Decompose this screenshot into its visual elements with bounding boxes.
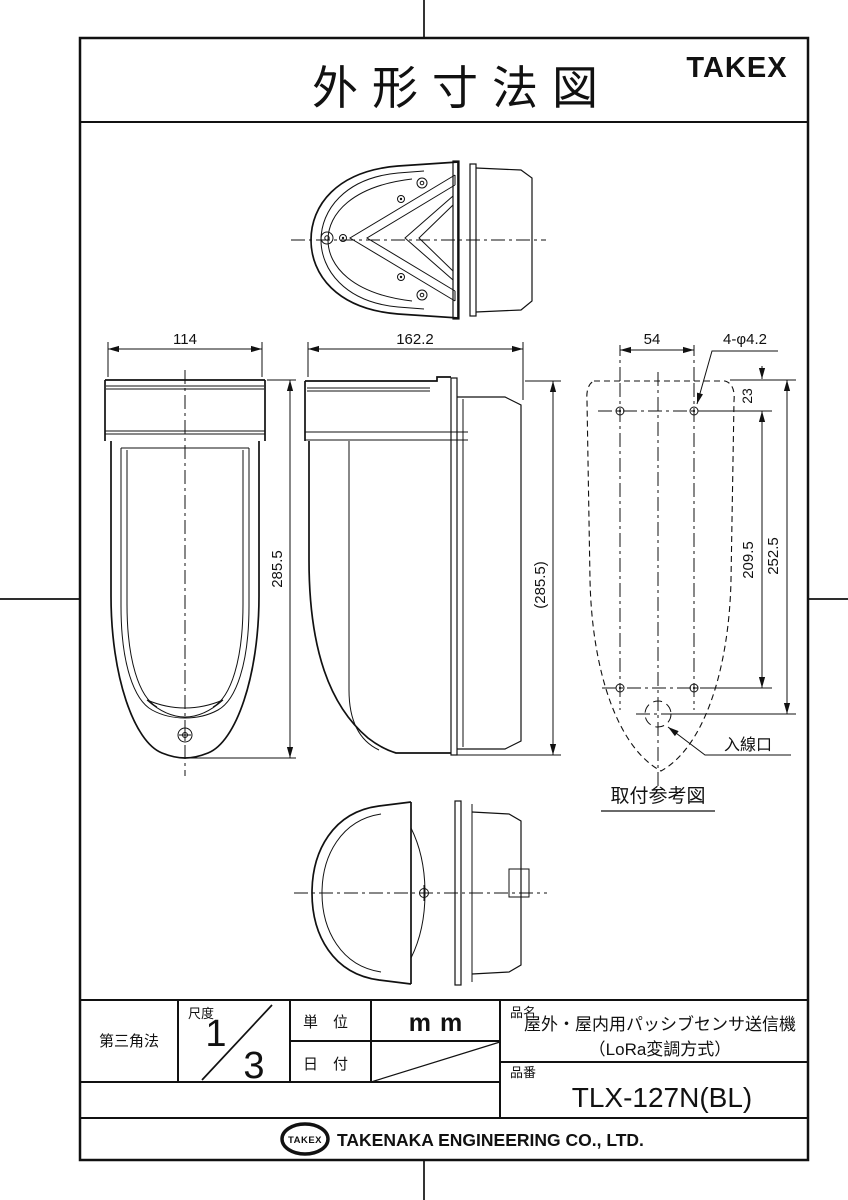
screw-icon	[416, 289, 428, 301]
screw-icon	[419, 180, 425, 186]
bottom-view	[294, 800, 547, 986]
mounting-hole	[689, 406, 699, 416]
mounting-reference-view	[586, 372, 756, 788]
rear-box	[475, 167, 533, 313]
dim-text-top-offset: 23	[739, 388, 755, 404]
screw-icon	[399, 197, 403, 201]
screw-icon	[339, 234, 347, 242]
product-name-line1: 屋外・屋内用パッシブセンサ送信機	[524, 1014, 796, 1034]
mounting-hole	[692, 409, 696, 413]
side-tab	[508, 868, 530, 898]
inner-chevron	[404, 195, 454, 281]
dim-text-side-depth: 162.2	[396, 331, 434, 348]
mounting-ref-caption: 取付参考図	[610, 785, 705, 807]
cable-entry-label: 入線口	[724, 736, 772, 754]
dim-text-mount-holes: 4-φ4.2	[723, 331, 767, 348]
brand-logo-text: TAKEX	[686, 52, 787, 84]
screw-icon	[399, 275, 403, 279]
screw-icon	[419, 292, 425, 298]
unit-label: 単 位	[303, 1014, 348, 1031]
dim-text-total-height: 252.5	[765, 537, 782, 575]
takex-oval-logo-text: TAKEX	[288, 1135, 322, 1146]
product-number: TLX-127N(BL)	[572, 1082, 753, 1113]
scale-label: 尺度	[188, 1006, 214, 1021]
centerlines	[598, 372, 756, 788]
mounting-holes	[615, 406, 699, 693]
projection-label: 第三角法	[99, 1032, 159, 1050]
outer-chevron	[349, 174, 456, 302]
mounting-hole	[615, 683, 625, 693]
screw-icon	[416, 177, 428, 189]
dimension-annotations: 114 162.2 285.5 (285.5) 54 4-φ4.2 23 209…	[107, 331, 796, 812]
vent-detail	[146, 699, 224, 718]
product-name-label: 品名	[510, 1005, 536, 1020]
mounting-hole	[615, 406, 625, 416]
silhouette-dashed	[586, 380, 735, 772]
side-view	[304, 376, 522, 756]
mounting-hole	[618, 686, 622, 690]
footer: TAKEX TAKENAKA ENGINEERING CO., LTD.	[280, 1122, 644, 1156]
cap-band-outline	[304, 376, 451, 441]
date-blank-diagonal	[370, 1041, 501, 1083]
rear-box	[457, 396, 522, 750]
screw-icon	[341, 236, 345, 240]
product-name-line2: （LoRa変調方式）	[589, 1040, 732, 1059]
body-outline	[308, 441, 451, 754]
screw-icon	[397, 273, 405, 281]
mount-plate-edge	[450, 377, 458, 756]
scale-denominator: 3	[243, 1045, 264, 1087]
mounting-hole	[692, 686, 696, 690]
dim-text-hole-pitch: 209.5	[740, 541, 757, 579]
sheet-title: 外形寸法図	[312, 62, 612, 114]
leader-cable-entry	[667, 726, 791, 756]
scale-numerator: 1	[205, 1013, 226, 1055]
dim-text-hole-span: 54	[644, 331, 661, 348]
dim-text-front-height: 285.5	[269, 550, 286, 588]
cap-band-lines	[305, 387, 468, 441]
top-view	[291, 160, 546, 320]
product-number-label: 品番	[510, 1065, 536, 1080]
title-block: 第三角法 尺度 1 3 単 位 mm 日 付 品名 屋外・屋内用パッシブセンサ送…	[80, 999, 808, 1119]
scale-slash	[201, 1004, 273, 1081]
takex-oval-logo	[280, 1122, 330, 1156]
lens-window-inner	[126, 450, 244, 708]
cable-entry-hole	[644, 700, 672, 728]
lens-edge	[348, 441, 380, 751]
screw-icon	[320, 231, 334, 245]
mounting-hole	[618, 409, 622, 413]
extension-lines	[700, 379, 772, 412]
dim-text-side-height: (285.5)	[532, 561, 549, 609]
leader-mount-holes	[696, 350, 778, 405]
date-label: 日 付	[303, 1056, 348, 1073]
company-name: TAKENAKA ENGINEERING CO., LTD.	[337, 1130, 644, 1150]
border-frame	[78, 36, 810, 1162]
dim-text-front-width: 114	[173, 331, 197, 348]
screw-icon	[397, 195, 405, 203]
unit-value: mm	[409, 1009, 471, 1037]
sheet-frame	[78, 36, 810, 1162]
screw-icons	[320, 177, 428, 301]
mounting-hole	[689, 683, 699, 693]
front-view	[104, 370, 266, 776]
